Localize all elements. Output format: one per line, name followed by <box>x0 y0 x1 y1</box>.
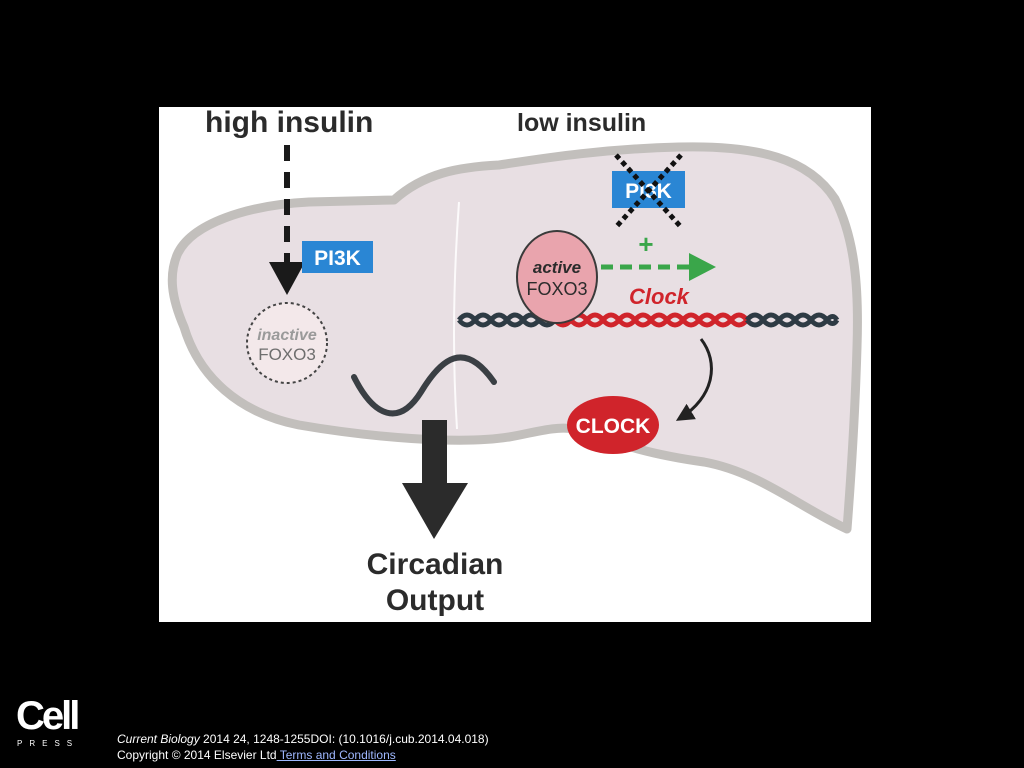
citation-line1: Current Biology 2014 24, 1248-1255DOI: (… <box>117 731 489 747</box>
copyright-text: Copyright © 2014 Elsevier Ltd <box>117 748 277 762</box>
high-insulin-label: high insulin <box>205 107 373 139</box>
expression-curved-arrow <box>675 338 713 421</box>
circadian-output-line2: Output <box>386 584 484 617</box>
citation-details: 2014 24, 1248-1255DOI: (10.1016/j.cub.20… <box>199 732 489 746</box>
inactive-foxo3: inactive FOXO3 <box>246 302 328 384</box>
circadian-output-line1: Circadian <box>367 548 504 581</box>
clock-protein-label: CLOCK <box>576 415 651 438</box>
inactive-foxo3-state: inactive <box>257 327 317 344</box>
active-foxo3-state: active <box>533 258 581 277</box>
x-cross-icon <box>614 153 683 229</box>
activation-arrowhead <box>689 253 716 281</box>
low-insulin-label: low insulin <box>517 109 646 137</box>
dna-helix-icon <box>457 312 840 328</box>
pi3k-left-box: PI3K <box>302 241 373 273</box>
logo-name: Cell <box>16 694 80 738</box>
cell-press-logo: Cell PRESS <box>16 694 86 752</box>
active-foxo3-name: FOXO3 <box>526 279 587 299</box>
sine-wave-icon <box>351 354 497 417</box>
clock-gene-label: Clock <box>629 284 691 309</box>
figure-panel: high insulin PI3K inactive FOXO3 low ins… <box>159 107 871 622</box>
signal-arrowhead <box>269 262 305 295</box>
active-foxo3: active FOXO3 <box>516 230 598 324</box>
circadian-output-arrow <box>402 420 468 539</box>
terms-and-conditions-link[interactable]: Terms and Conditions <box>276 748 396 762</box>
inactive-foxo3-name: FOXO3 <box>258 345 316 364</box>
liver-lobe-line <box>452 201 460 430</box>
pi3k-right-box-blocked: PI3K <box>612 153 685 229</box>
citation-journal: Current Biology <box>117 732 200 746</box>
clock-protein: CLOCK <box>567 396 659 454</box>
pi3k-left-label: PI3K <box>314 247 361 270</box>
citation: Current Biology 2014 24, 1248-1255DOI: (… <box>117 731 489 763</box>
citation-line2: Copyright © 2014 Elsevier Ltd Terms and … <box>117 747 489 763</box>
activation-plus: + <box>638 229 653 259</box>
logo-subtitle: PRESS <box>17 739 80 748</box>
